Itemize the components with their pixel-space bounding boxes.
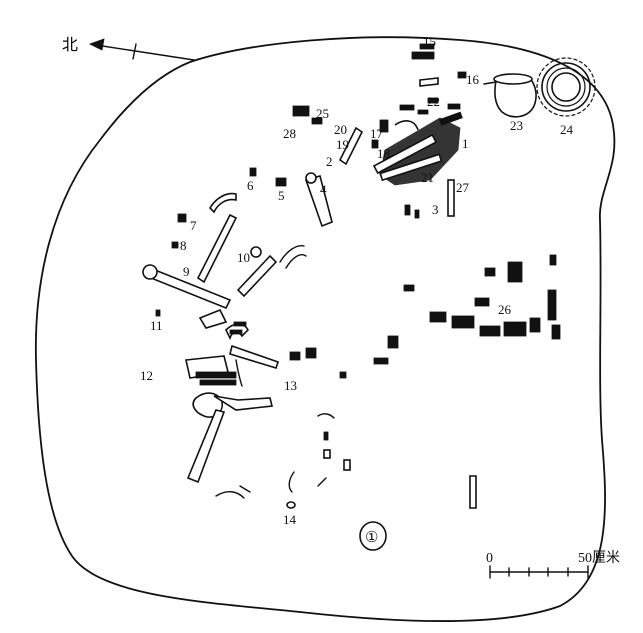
find-label-12: 12 — [140, 368, 153, 383]
find-label-16: 16 — [466, 72, 480, 87]
fragment-cluster-26 — [289, 254, 561, 365]
find-label-23: 23 — [510, 118, 523, 133]
find-label-8: 8 — [180, 238, 187, 253]
scale-end-label: 50厘米 — [578, 550, 620, 566]
find-label-28: 28 — [283, 126, 296, 141]
find-label-2: 2 — [326, 154, 333, 169]
skeleton-12 — [185, 321, 280, 499]
find-label-20: 20 — [334, 122, 347, 137]
pottery-vessel-23 — [483, 73, 537, 118]
find-label-15: 15 — [423, 34, 436, 49]
find-label-14: 14 — [283, 512, 297, 527]
find-label-22: 22 — [427, 94, 440, 109]
bone-2 — [338, 126, 364, 166]
femur-4 — [304, 172, 333, 228]
bone-upper-left — [208, 192, 237, 214]
find-label-1: 1 — [462, 136, 469, 151]
scale-zero-label: 0 — [486, 551, 493, 566]
find-label-21: 21 — [421, 170, 434, 185]
bone-cluster-main — [371, 104, 463, 186]
find-label-4: 4 — [320, 182, 327, 197]
north-label: 北 — [62, 35, 78, 54]
femur-9 — [142, 213, 238, 329]
find-label-27: 27 — [456, 180, 470, 195]
coin-1: ① — [359, 521, 387, 551]
bone-3 — [404, 179, 455, 219]
find-label-18: 18 — [377, 146, 390, 161]
find-label-17: 17 — [370, 126, 384, 141]
scattered-fragments — [155, 43, 477, 509]
find-label-6: 6 — [247, 178, 254, 193]
north-arrow: 北 — [62, 35, 195, 61]
find-label-24: 24 — [560, 122, 574, 137]
find-label-25: 25 — [316, 106, 329, 121]
find-label-9: 9 — [183, 264, 190, 279]
find-label-7: 7 — [190, 218, 197, 233]
coin-label: ① — [365, 530, 378, 546]
find-label-10: 10 — [237, 250, 250, 265]
bone-10 — [236, 246, 278, 298]
find-label-26: 26 — [498, 302, 512, 317]
find-label-5: 5 — [278, 188, 285, 203]
ring-vessel-24 — [536, 57, 596, 117]
scale-bar: 0 50厘米 — [486, 550, 620, 579]
find-label-13: 13 — [284, 378, 297, 393]
find-label-19: 19 — [336, 137, 349, 152]
find-label-11: 11 — [150, 318, 163, 333]
find-label-3: 3 — [432, 202, 439, 217]
pit-outline — [34, 36, 616, 622]
